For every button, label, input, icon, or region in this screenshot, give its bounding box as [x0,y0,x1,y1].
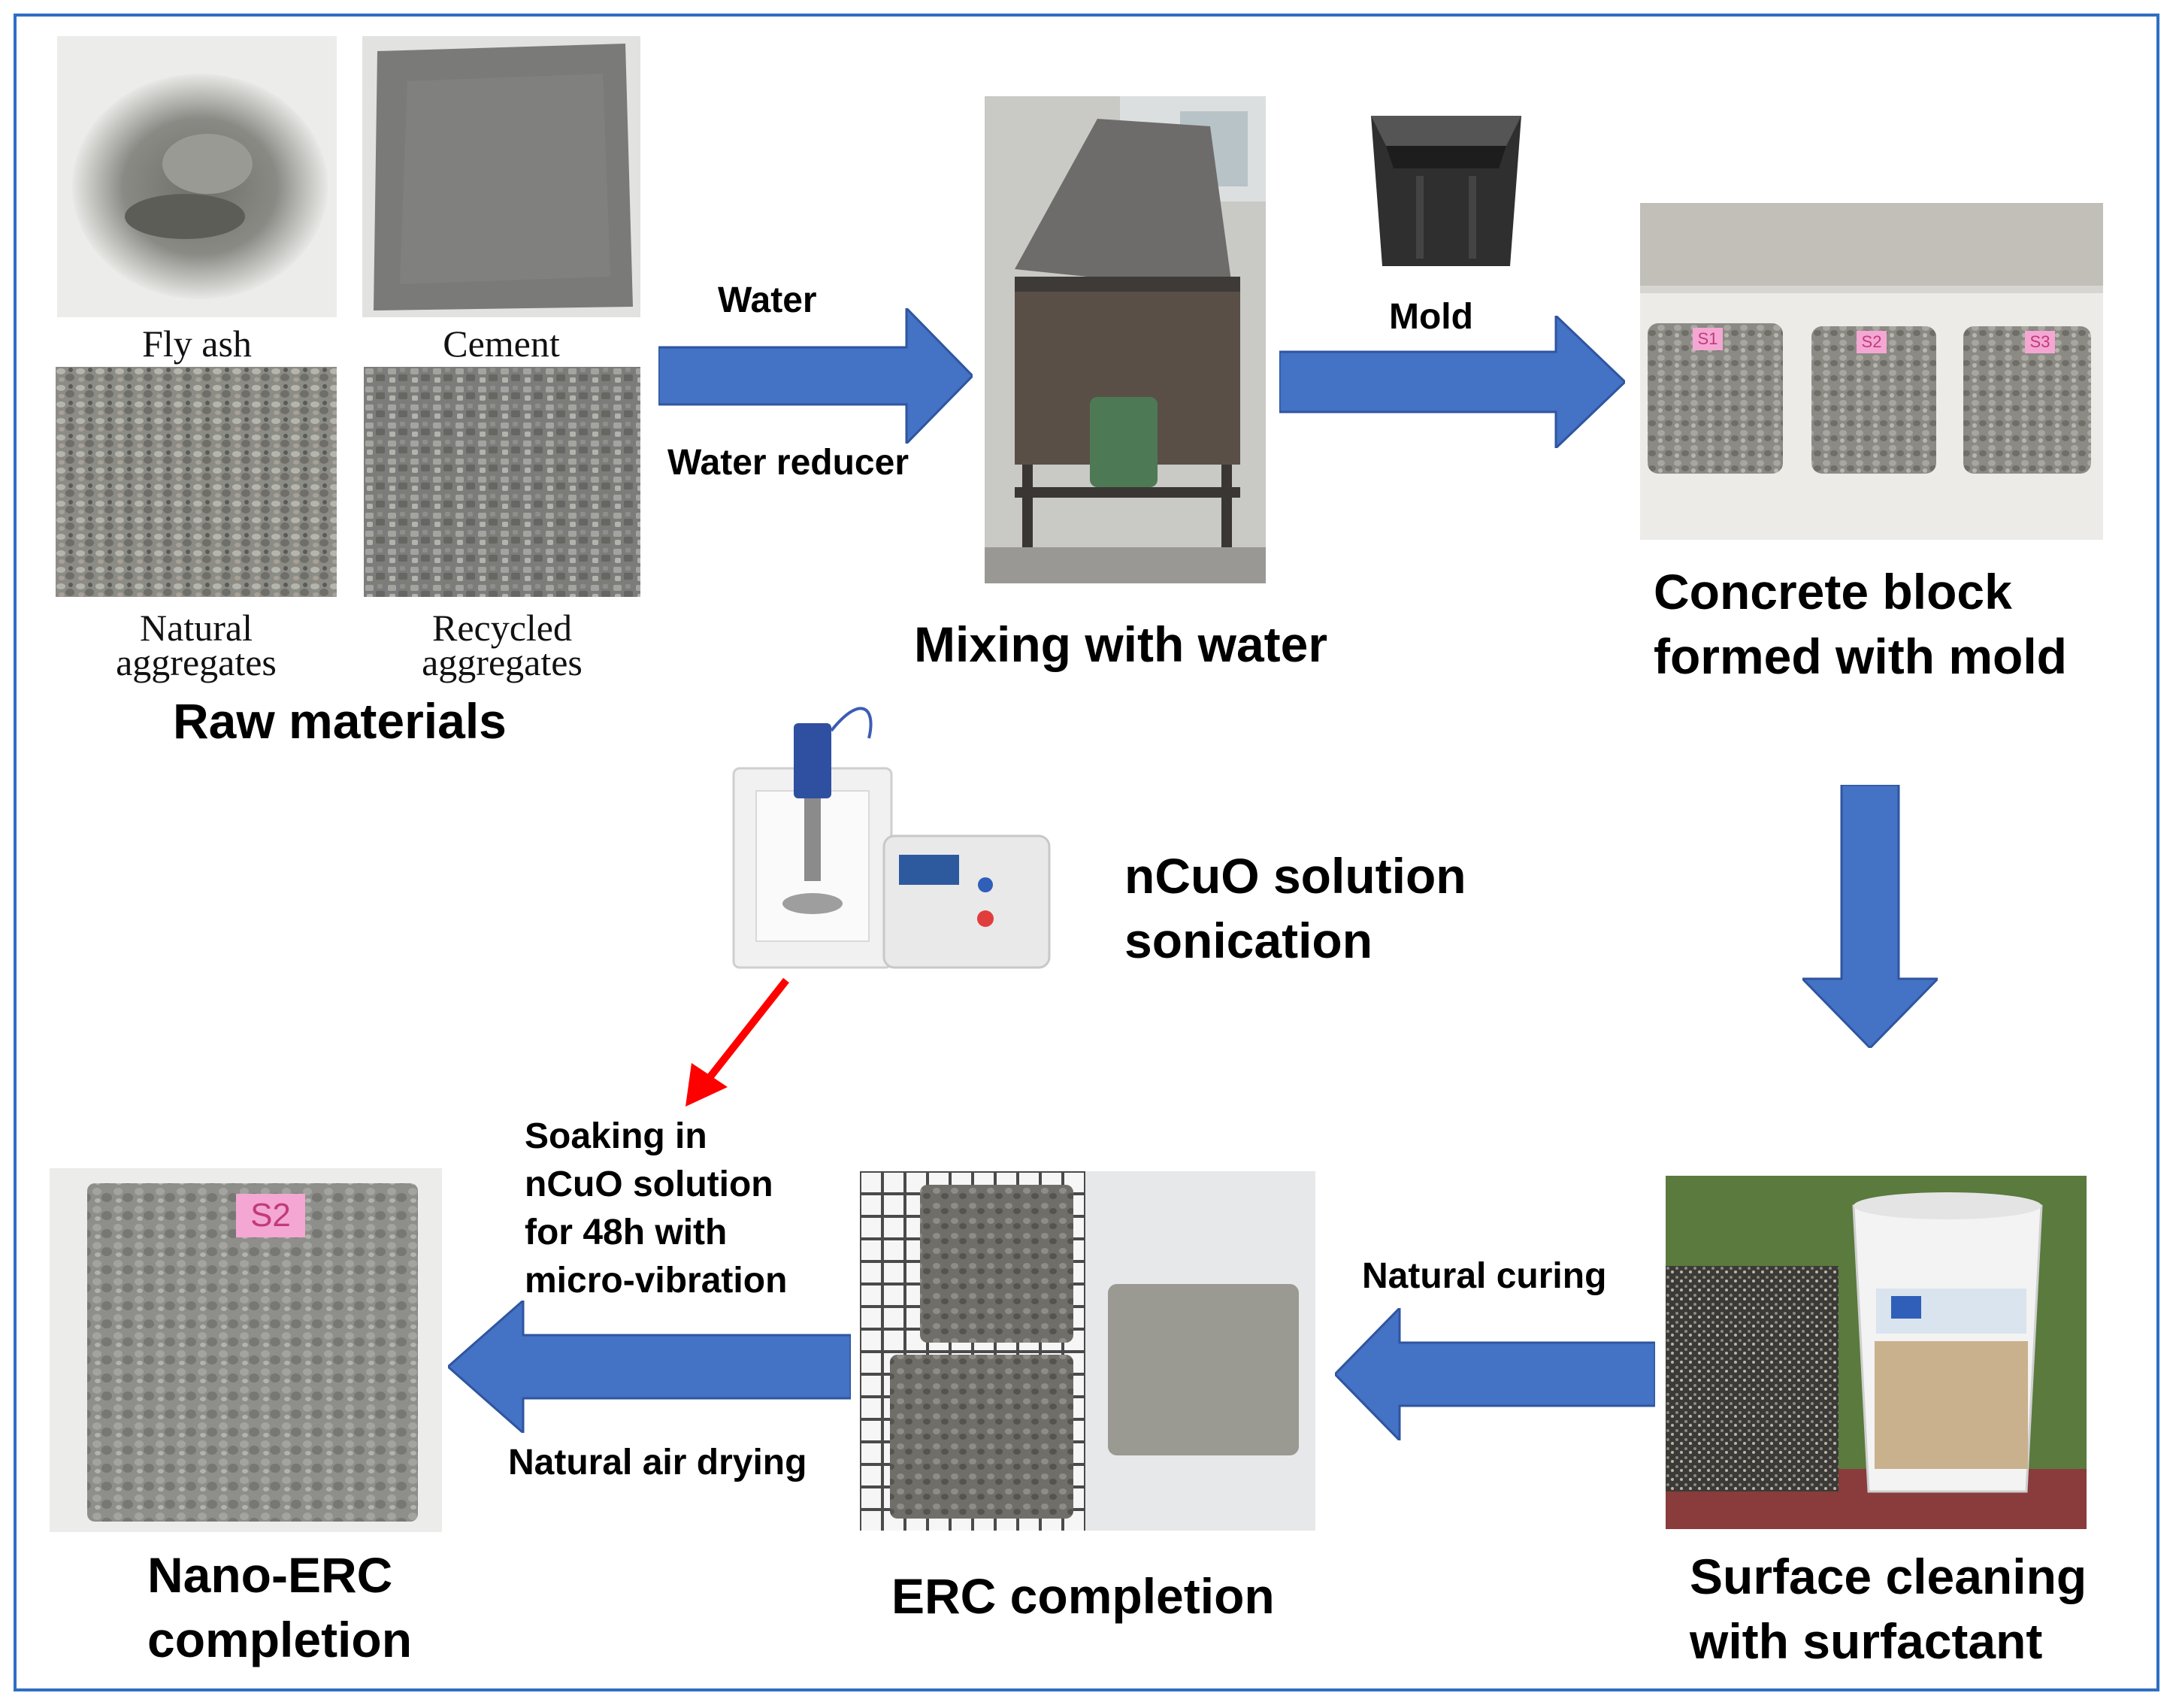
mixer-photo [985,96,1266,583]
mold-label: Mold [1389,297,1473,337]
surface-cleaning-title: Surface cleaning with surfactant [1690,1544,2087,1673]
recycled-aggregates-caption: Recycled aggregates [364,607,640,683]
soaking-line3: for 48h with [525,1213,728,1252]
surface-cleaning-photo [1666,1176,2087,1529]
soaking-line2: nCuO solution [525,1164,773,1204]
recycled-aggregates-photo [364,367,640,597]
erc-title: ERC completion [891,1568,1275,1624]
surface-title-line1: Surface cleaning [1690,1549,2087,1604]
natural-aggregates-caption: Natural aggregates [56,607,337,683]
soaking-label: Soaking in nCuO solution for 48h with mi… [525,1113,787,1305]
mold-arrow [1279,316,1625,448]
nano-erc-title-line2: completion [147,1612,413,1667]
water-arrow [658,308,973,444]
natural-curing-arrow [1335,1308,1655,1440]
cement-photo [362,36,640,317]
figure-frame [14,14,2159,1691]
sample-tag-3: S3 [2025,331,2055,353]
nano-erc-title: Nano-ERC completion [147,1543,412,1672]
down-arrow [1802,785,1938,1048]
sonication-title: nCuO solution sonication [1124,843,1466,973]
natural-caption-line2: aggregates [116,641,277,683]
surface-title-line2: with surfactant [1690,1613,2043,1669]
sample-tag-1: S1 [1693,328,1723,350]
raw-materials-title: Raw materials [173,693,507,749]
fly-ash-caption: Fly ash [142,323,252,365]
sonicator-photo [726,693,1057,973]
nano-erc-title-line1: Nano-ERC [147,1547,393,1603]
concrete-block-title: Concrete block formed with mold [1654,559,2067,689]
erc-photo [860,1171,1315,1531]
concrete-title-line1: Concrete block [1654,564,2012,619]
natural-caption-line1: Natural [140,607,253,649]
air-drying-label: Natural air drying [508,1443,807,1482]
sonication-title-line2: sonication [1124,913,1373,968]
sample-tag-2: S2 [1857,331,1887,353]
soaking-line4: micro-vibration [525,1261,788,1301]
red-arrow [681,974,794,1110]
water-label: Water [718,280,817,320]
natural-aggregates-photo [56,367,337,597]
recycled-caption-line1: Recycled [431,607,572,649]
natural-curing-label: Natural curing [1362,1256,1607,1296]
mixing-title: Mixing with water [914,616,1328,672]
water-reducer-label: Water reducer [667,443,909,483]
air-drying-arrow [448,1301,851,1433]
fly-ash-photo [57,36,337,317]
concrete-block-photo [1640,203,2103,540]
cement-caption: Cement [443,323,560,365]
nano-erc-tag: S2 [236,1194,305,1237]
nano-erc-photo [50,1168,442,1532]
sonication-title-line1: nCuO solution [1124,848,1466,904]
recycled-caption-line2: aggregates [422,641,583,683]
concrete-title-line2: formed with mold [1654,628,2067,684]
soaking-line1: Soaking in [525,1116,707,1156]
mold-photo [1356,86,1536,281]
